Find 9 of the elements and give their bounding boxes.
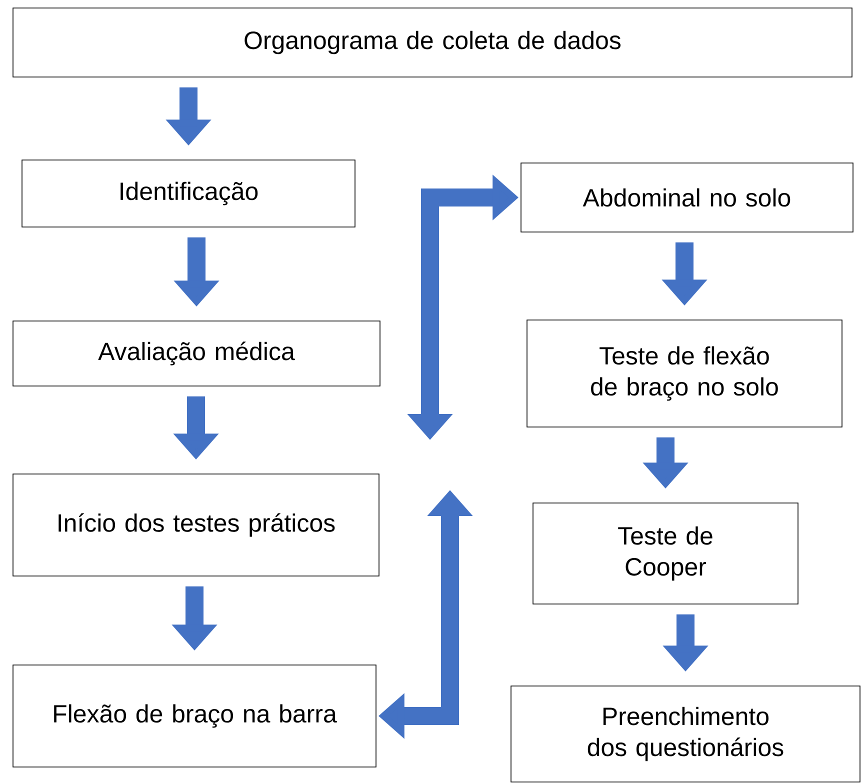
process-box: Preenchimento dos questionários [510, 686, 860, 782]
process-box: Flexão de braço na barra [12, 664, 376, 768]
process-box: Teste de flexão de braço no solo [526, 320, 842, 428]
process-box: Avaliação médica [12, 320, 380, 386]
process-box: Teste de Cooper [532, 502, 798, 604]
process-box: Início dos testes práticos [12, 474, 380, 576]
process-box: Identificação [22, 160, 356, 228]
process-box: Abdominal no solo [520, 162, 854, 232]
process-box: Organograma de coleta de dados [12, 8, 852, 78]
